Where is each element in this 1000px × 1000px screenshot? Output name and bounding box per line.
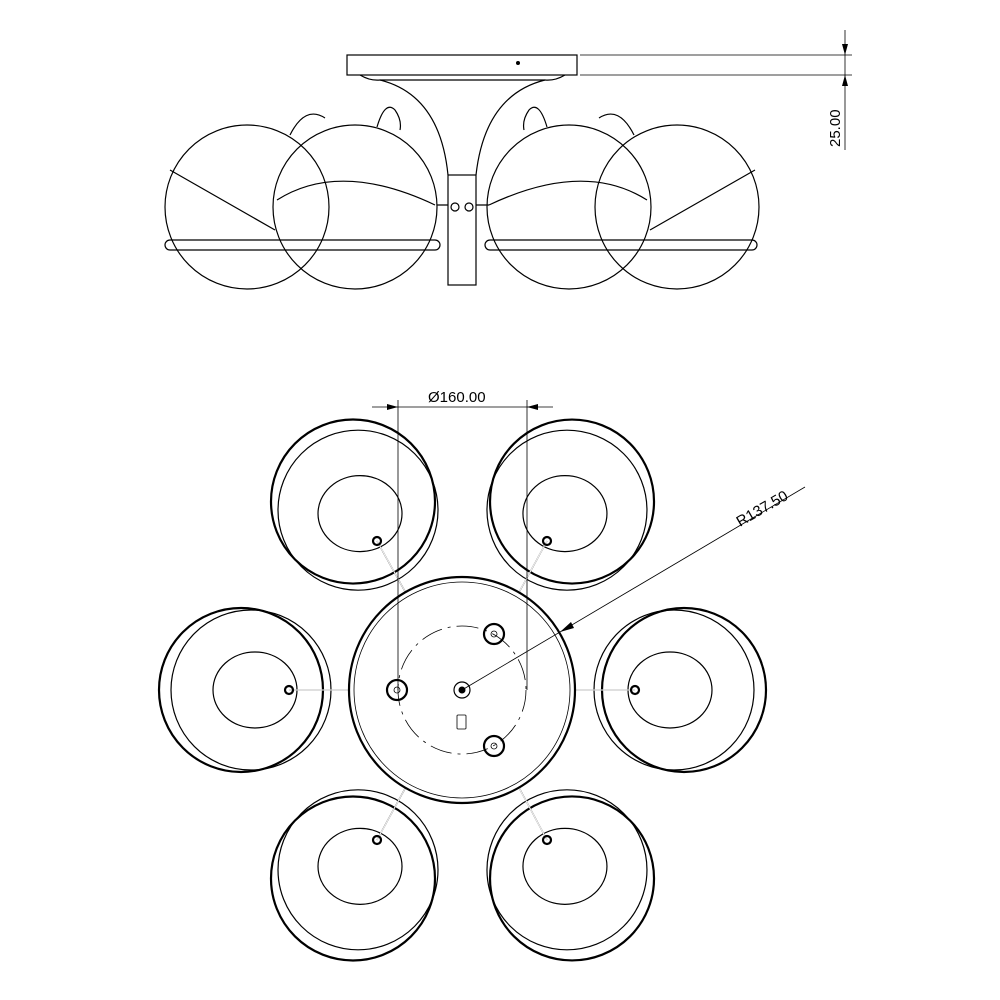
radius-label: R137.50 [734, 487, 792, 530]
diameter-label: Ø160.00 [428, 389, 486, 406]
top-globes [157, 418, 768, 962]
ring-left [164, 239, 441, 251]
canopy [346, 54, 578, 76]
mount-holes [385, 622, 506, 758]
diameter-dimension: Ø160.00 [372, 389, 553, 690]
globe [486, 787, 656, 962]
height-dimension: 25.00 [580, 30, 852, 150]
side-view: 25.00 [164, 30, 852, 290]
canopy-outline [347, 575, 577, 805]
top-view: Ø160.00 R137.50 [157, 389, 806, 962]
globe [575, 606, 768, 774]
ring-right [484, 239, 758, 251]
screw-icon [516, 61, 520, 65]
globe [486, 418, 656, 593]
stem [447, 174, 477, 286]
side-globes [164, 106, 760, 290]
globe [269, 418, 439, 593]
globe [269, 787, 439, 962]
canopy-base [359, 74, 566, 81]
globe [157, 606, 349, 774]
stem-flare [379, 79, 546, 176]
height-label: 25.00 [827, 109, 844, 147]
